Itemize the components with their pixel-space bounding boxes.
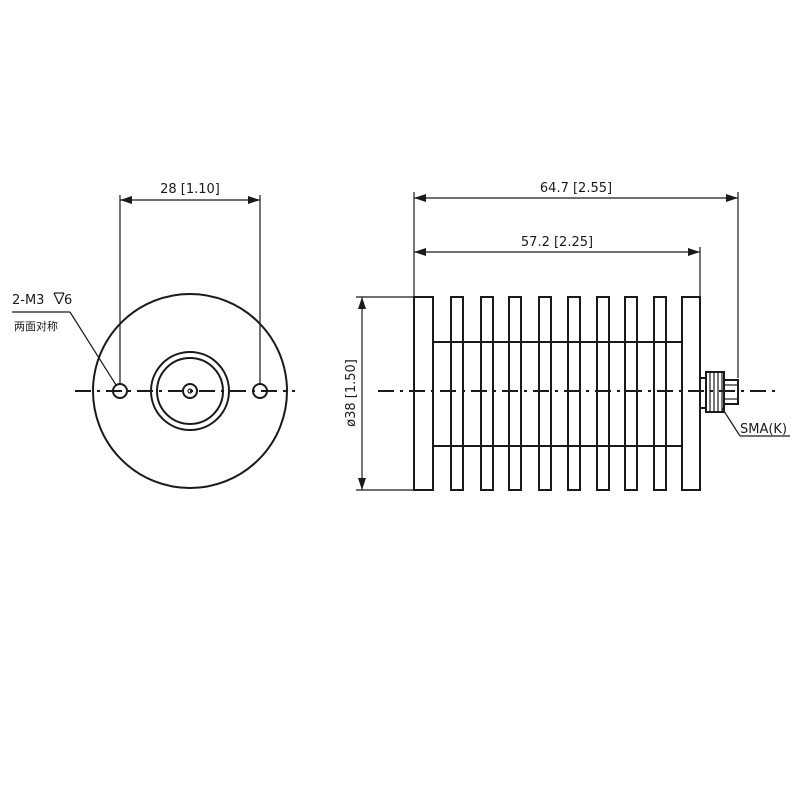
side-view: 64.7 [2.55] 57.2 [2.25] ø38 [1.50] SMA(K… — [344, 181, 790, 491]
hole-callout-depth: 6 — [64, 293, 72, 308]
arrow-head — [414, 194, 426, 202]
front-view: 28 [1.10] 2-M3 6 两面对称 — [12, 182, 295, 489]
cooling-fin — [480, 296, 494, 491]
arrow-head — [358, 297, 366, 309]
depth-symbol-icon — [53, 292, 65, 305]
flange-plate — [413, 296, 434, 491]
hole-callout-label: 2-M3 — [12, 293, 44, 308]
hole-callout-note: 两面对称 — [14, 319, 58, 333]
cooling-fin-end — [681, 296, 701, 491]
hole-spacing-label: 28 [1.10] — [160, 182, 220, 197]
cooling-fin — [508, 296, 522, 491]
cooling-fin — [450, 296, 464, 491]
arrow-head — [358, 478, 366, 490]
arrow-head — [414, 248, 426, 256]
callout-leader-line — [69, 311, 117, 386]
cooling-fin — [596, 296, 610, 491]
overall-length-label: 64.7 [2.55] — [540, 181, 612, 196]
arrow-head — [120, 196, 132, 204]
flange-outline — [92, 293, 288, 489]
cooling-fin — [653, 296, 667, 491]
arrow-head — [688, 248, 700, 256]
diameter-label: ø38 [1.50] — [344, 359, 359, 427]
arrow-head — [248, 196, 260, 204]
arrow-head — [726, 194, 738, 202]
cooling-fin — [567, 296, 581, 491]
cooling-fin — [624, 296, 638, 491]
connector-leader-line — [721, 407, 741, 437]
cooling-fin — [538, 296, 552, 491]
body-length-label: 57.2 [2.25] — [521, 235, 593, 250]
connector-label: SMA(K) — [740, 422, 787, 437]
